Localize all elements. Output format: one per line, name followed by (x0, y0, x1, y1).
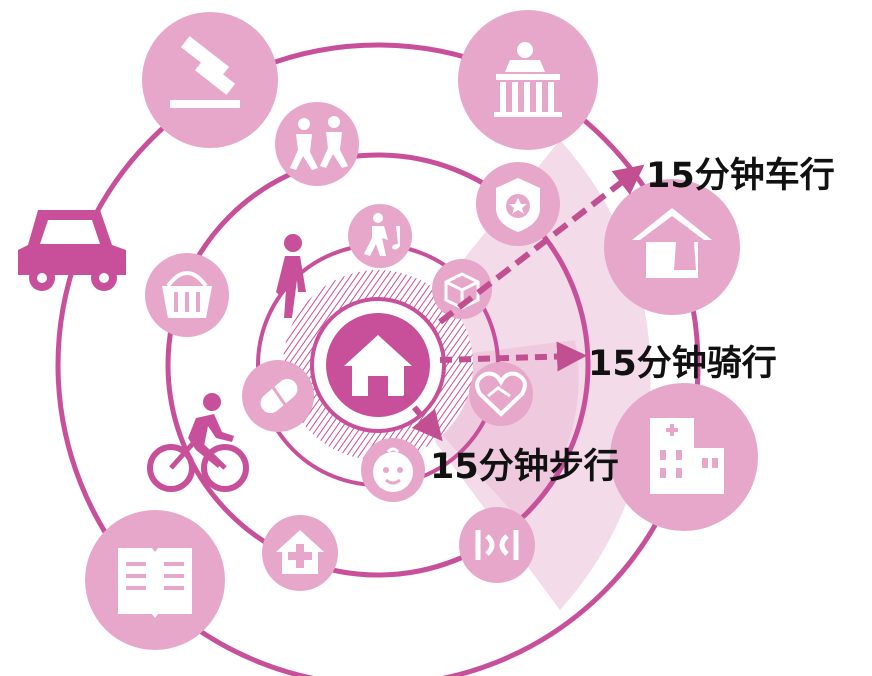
walk-arrow (401, 393, 443, 442)
children-playing-icon (275, 102, 359, 186)
car-label: 15分钟车行 (646, 156, 835, 196)
shopping-basket-icon (145, 253, 229, 337)
bike-label: 15分钟骑行 (588, 344, 777, 384)
library-book-icon (85, 510, 225, 650)
dancing-elder-icon (348, 204, 412, 268)
walk-label: 15分钟步行 (430, 447, 619, 487)
gavel-icon (142, 12, 278, 148)
car-arrow (438, 164, 645, 325)
baby-face-icon (361, 438, 425, 502)
care-heart-icon (469, 362, 533, 426)
home-icon (344, 335, 412, 396)
package-delivery-icon (432, 259, 492, 319)
bike-arrow (439, 341, 587, 372)
walking-person-icon (276, 234, 306, 318)
police-badge-icon (476, 162, 560, 246)
middle-ring (165, 152, 591, 578)
cyclist-icon (147, 393, 249, 492)
clinic-icon (262, 515, 338, 591)
car-icon (18, 210, 126, 291)
gym-icon (459, 507, 535, 583)
outer-ring (55, 42, 701, 676)
nursing-home-icon (604, 179, 740, 315)
government-podium-icon (458, 10, 598, 150)
hospital-icon (610, 383, 758, 531)
medicine-pill-icon (242, 360, 314, 432)
